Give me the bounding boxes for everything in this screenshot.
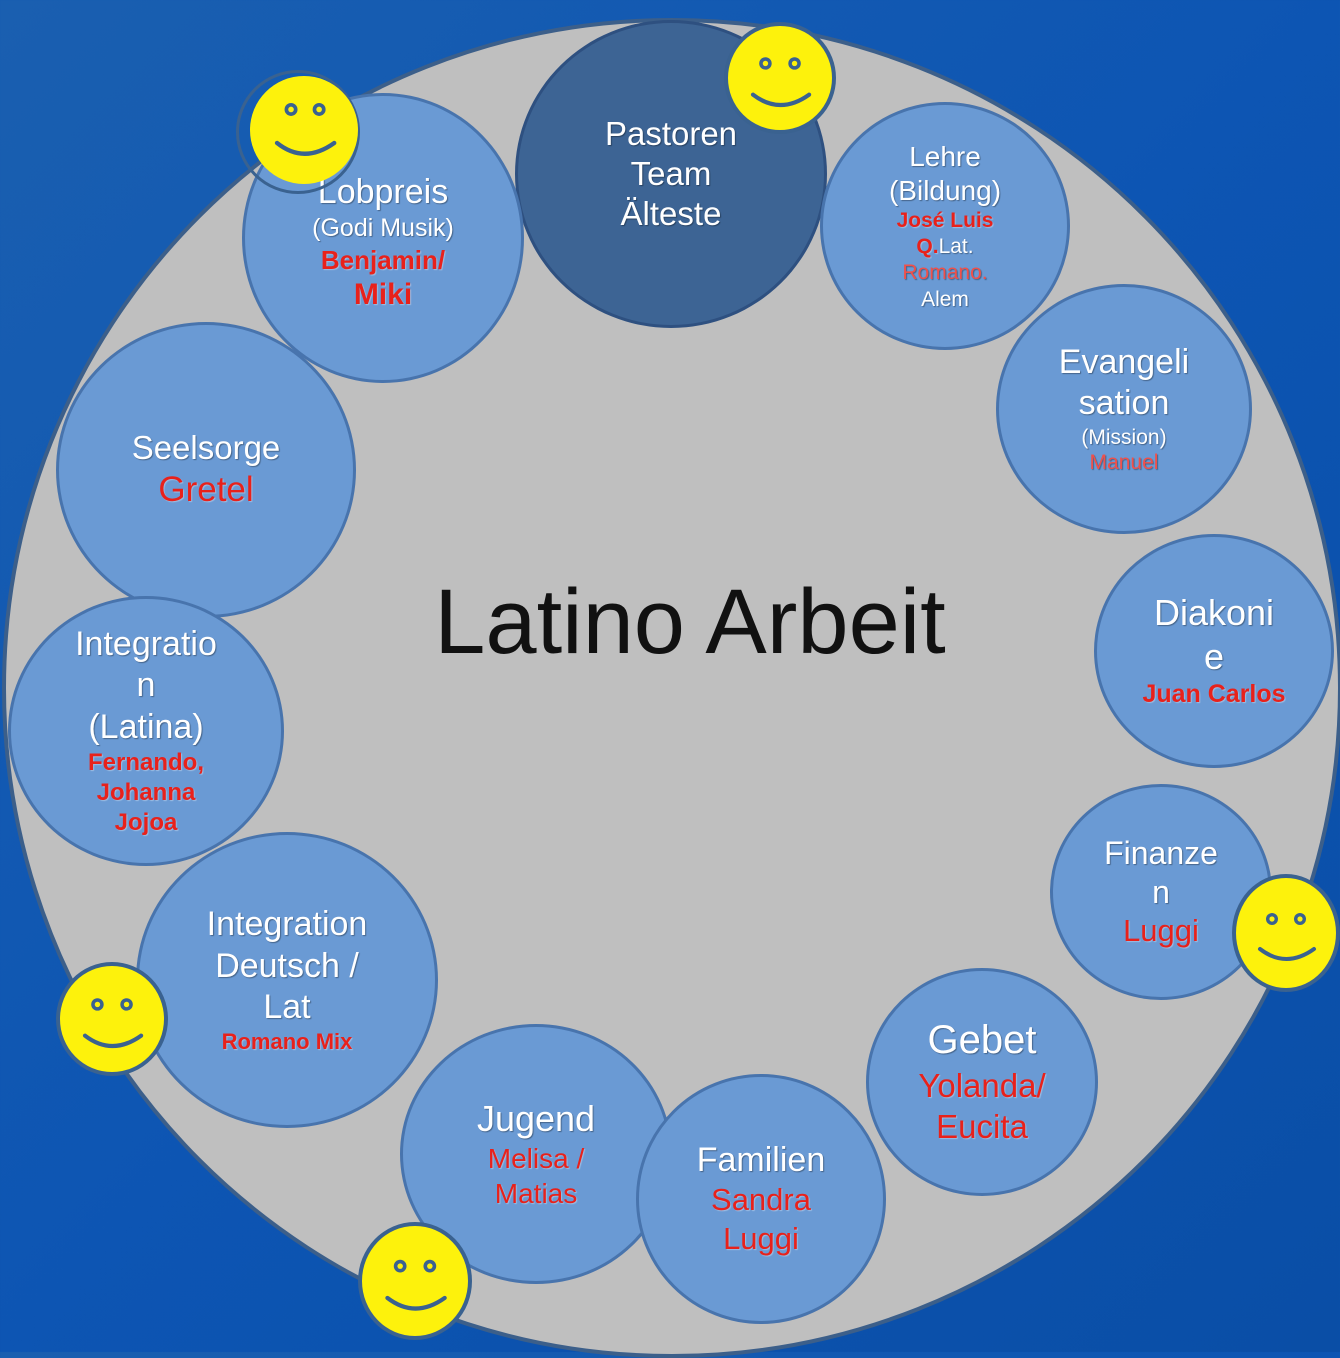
finanzen-name: Luggi [1123,912,1199,948]
familien-name-2: Luggi [723,1220,799,1256]
highlight-ring [236,70,360,194]
smiley-icon [358,1222,472,1340]
integration-deutsch-name: Romano Mix [221,1029,353,1055]
smiley-icon [1232,874,1340,992]
lehre-name-4: Alem [921,287,969,311]
integration-latina-title-2: n [136,666,156,705]
node-integration-deutsch: Integration Deutsch / Lat Romano Mix [136,832,438,1128]
familien-title: Familien [696,1140,826,1179]
gebet-name-1: Yolanda/ [918,1067,1046,1105]
jugend-name-1: Melisa / [487,1142,585,1174]
node-familien: Familien Sandra Luggi [636,1074,886,1324]
integration-deutsch-title-2: Deutsch / [215,946,359,985]
seelsorge-name: Gretel [158,470,254,510]
jugend-name-2: Matias [494,1177,578,1209]
diakonie-title-1: Diakoni [1153,592,1275,634]
node-finanzen: Finanze n Luggi [1050,784,1272,1000]
integration-latina-name-3: Jojoa [114,809,178,837]
lehre-name-2b: Lat. [938,235,974,259]
node-integration-latina: Integratio n (Latina) Fernando, Johanna … [8,596,284,866]
lehre-title-1: Lehre [909,140,981,172]
integration-latina-title-3: (Latina) [88,707,204,746]
integration-latina-name-1: Fernando, [87,749,204,777]
pastoren-line-3: Älteste [620,195,722,233]
finanzen-title-1: Finanze [1104,834,1218,871]
smiley-icon [724,22,836,134]
node-lehre: Lehre (Bildung) José Luis Q.Lat. Romano.… [820,102,1070,350]
lehre-name-3: Romano. [902,261,988,285]
node-evangelisation: Evangeli sation (Mission) Manuel [996,284,1252,534]
node-seelsorge: Seelsorge Gretel [56,322,356,618]
lehre-name-2a: Q. [916,235,939,259]
lobpreis-name-2: Miki [353,278,413,312]
familien-name-1: Sandra [711,1181,811,1217]
integration-latina-title-1: Integratio [75,624,217,663]
pastoren-line-1: Pastoren [604,114,738,152]
seelsorge-title: Seelsorge [131,429,281,466]
jugend-title: Jugend [476,1098,596,1140]
lobpreis-subtitle: (Godi Musik) [312,214,454,243]
evangelisation-name: Manuel [1089,451,1159,475]
evangelisation-subtitle: (Mission) [1081,425,1167,449]
integration-latina-name-2: Johanna [96,779,196,807]
node-gebet: Gebet Yolanda/ Eucita [866,968,1098,1196]
lehre-name-1: José Luis [896,208,994,232]
smiley-icon [250,76,358,184]
integration-deutsch-title-3: Lat [263,987,311,1026]
diakonie-name: Juan Carlos [1142,680,1286,709]
diagram-title: Latino Arbeit [434,571,946,673]
node-diakonie: Diakoni e Juan Carlos [1094,534,1334,768]
integration-deutsch-title-1: Integration [206,905,368,944]
node-lobpreis: Lobpreis (Godi Musik) Benjamin/ Miki [242,93,524,383]
gebet-name-2: Eucita [936,1108,1028,1146]
diakonie-title-2: e [1203,636,1225,678]
evangelisation-title-1: Evangeli [1058,342,1190,381]
evangelisation-title-2: sation [1078,384,1170,423]
gebet-title: Gebet [927,1018,1037,1063]
lehre-title-2: (Bildung) [888,174,1002,206]
finanzen-title-2: n [1152,873,1170,910]
smiley-icon [56,962,168,1076]
pastoren-line-2: Team [630,154,712,192]
lobpreis-name-1: Benjamin/ [320,244,446,275]
lobpreis-title: Lobpreis [317,173,449,212]
